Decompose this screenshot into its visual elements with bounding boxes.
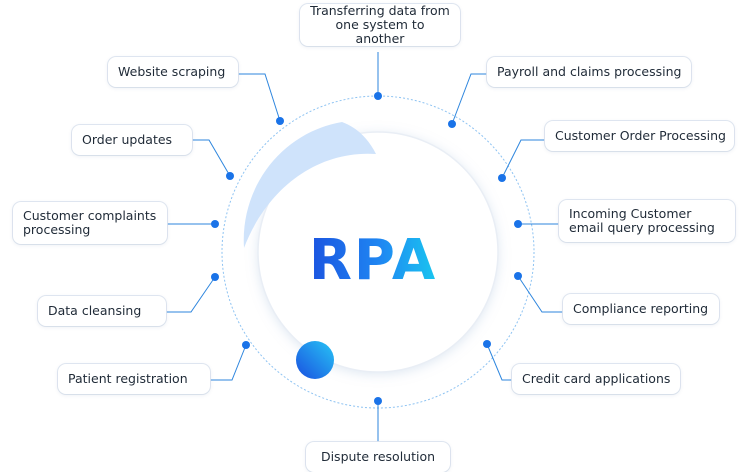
- connector-line-credit-card: [486, 343, 512, 381]
- connector-line-order-updates: [192, 139, 231, 177]
- ring-dot-credit-card: [483, 340, 491, 348]
- ring-dot-payroll-claims: [448, 120, 456, 128]
- item-label-transferring-data: Transferring data from one system to ano…: [300, 4, 460, 46]
- gradient-ball: [296, 341, 334, 379]
- ring-dot-transferring-data: [374, 92, 382, 100]
- item-label-patient-registration: Patient registration: [58, 364, 210, 394]
- connector-line-compliance: [517, 275, 563, 313]
- ring-dot-customer-complaints: [211, 220, 219, 228]
- item-label-website-scraping: Website scraping: [108, 57, 238, 87]
- item-label-order-updates: Order updates: [72, 125, 192, 155]
- rpa-title: RPA: [288, 226, 458, 294]
- item-label-customer-complaints: Customer complaints processing: [13, 202, 167, 244]
- connector-line-payroll-claims: [451, 73, 487, 125]
- ring-dot-customer-order: [498, 174, 506, 182]
- item-label-dispute-resolution: Dispute resolution: [306, 442, 450, 472]
- connector-line-data-cleansing: [166, 276, 216, 313]
- connector-group: [166, 52, 563, 442]
- item-label-compliance-reporting: Compliance reporting: [563, 294, 719, 324]
- item-label-data-cleansing: Data cleansing: [38, 296, 166, 326]
- ring-dot-order-updates: [226, 172, 234, 180]
- item-label-incoming-email: Incoming Customer email query processing: [559, 200, 735, 242]
- crescent-arc: [243, 122, 376, 248]
- inner-disc-edge: [257, 131, 499, 373]
- ring-dot-website-scraping: [276, 117, 284, 125]
- rpa-title-text: RPA: [308, 227, 438, 293]
- ring-dot-dispute-resolution: [374, 397, 382, 405]
- ring-dot-patient-registration: [242, 341, 250, 349]
- connector-line-patient-registration: [210, 344, 247, 381]
- connector-line-website-scraping: [238, 73, 281, 122]
- item-label-customer-order-processing: Customer Order Processing: [545, 121, 734, 151]
- inner-disc: [258, 132, 498, 372]
- ring-dot-data-cleansing: [211, 273, 219, 281]
- connector-line-customer-order: [501, 139, 545, 179]
- ring-dot-compliance: [514, 272, 522, 280]
- item-label-payroll-claims: Payroll and claims processing: [487, 57, 691, 87]
- item-label-credit-card: Credit card applications: [512, 364, 680, 394]
- ring-dot-incoming-email: [514, 220, 522, 228]
